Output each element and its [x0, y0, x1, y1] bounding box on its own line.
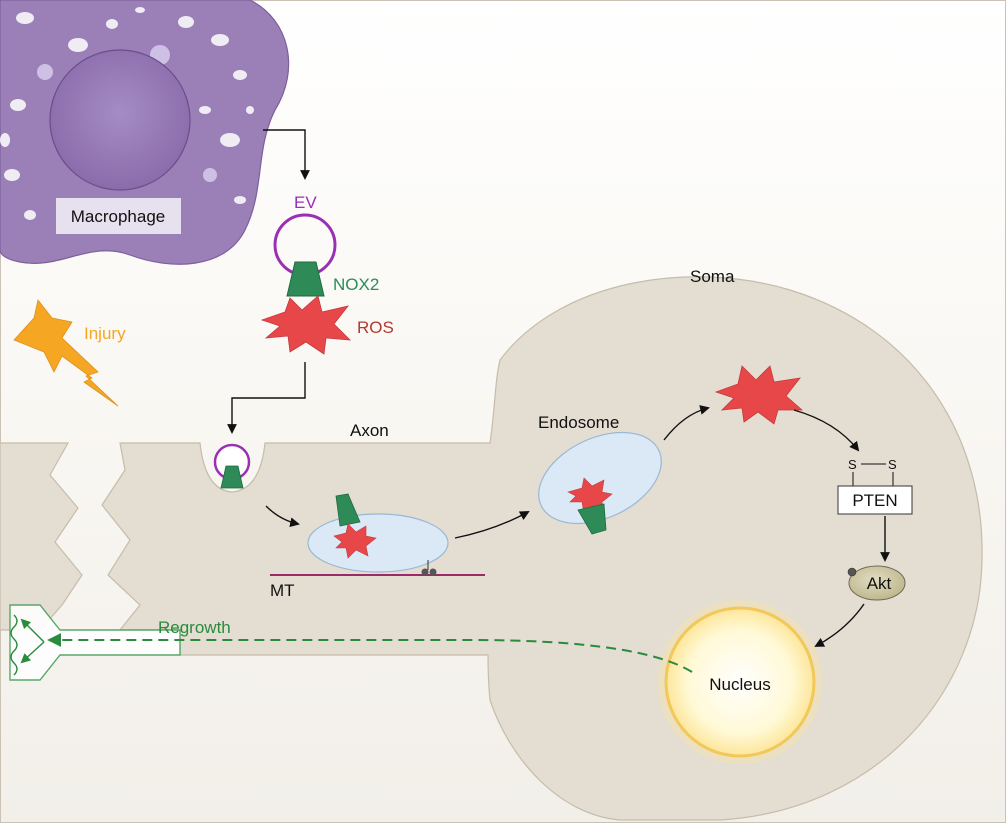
- pten-box: [837, 485, 913, 515]
- regrowth-label: Regrowth: [158, 618, 231, 637]
- endosome-label: Endosome: [538, 413, 619, 432]
- pten-s-right: S: [888, 457, 897, 472]
- akt-phosphate: [847, 567, 857, 577]
- arrow-regrowth: [47, 633, 693, 673]
- pit-nox2: [220, 465, 244, 489]
- nucleus: [664, 606, 816, 758]
- released-ros: [714, 365, 804, 425]
- macrophage-label: Macrophage: [71, 207, 166, 226]
- axon-endosome-ros: [333, 523, 377, 559]
- pten-label: PTEN: [852, 491, 897, 510]
- soma-label: Soma: [690, 267, 735, 286]
- arrow-pit-to-endosome: [265, 505, 300, 528]
- arrow-ros-to-pten: [793, 409, 860, 452]
- arrow-macrophage-to-ev: [263, 129, 310, 180]
- soma-endosome-nox2: [577, 503, 607, 535]
- nucleus-label: Nucleus: [709, 675, 770, 694]
- arrow-axon-to-soma-endosome: [454, 511, 530, 539]
- filopodia: [10, 614, 45, 676]
- pten-s-left: S: [848, 457, 857, 472]
- nox2-protein: [286, 261, 325, 297]
- soma-endosome: [538, 431, 662, 525]
- injury-label: Injury: [84, 324, 126, 343]
- arrow-akt-to-nucleus: [814, 603, 865, 647]
- macrophage-label-box: [56, 198, 181, 234]
- macrophage-nucleus: [49, 49, 191, 191]
- nox2-label: NOX2: [333, 275, 379, 294]
- ros-burst: [260, 295, 352, 355]
- growth-cone: [9, 604, 181, 681]
- injury-bolt-icon: [13, 299, 119, 407]
- akt-label: Akt: [867, 574, 892, 593]
- ev-label: EV: [294, 193, 317, 212]
- axon-endosome-nox2: [335, 493, 361, 527]
- macrophage-granules: [0, 7, 254, 220]
- mt-label: MT: [270, 581, 295, 600]
- motor-protein: [421, 560, 437, 576]
- ros-label: ROS: [357, 318, 394, 337]
- arrow-ros-to-axon: [227, 362, 306, 434]
- arrow-endosome-to-ros: [663, 405, 710, 441]
- akt-protein: [848, 565, 906, 601]
- axon-endosome: [307, 513, 449, 573]
- axon-label: Axon: [350, 421, 389, 440]
